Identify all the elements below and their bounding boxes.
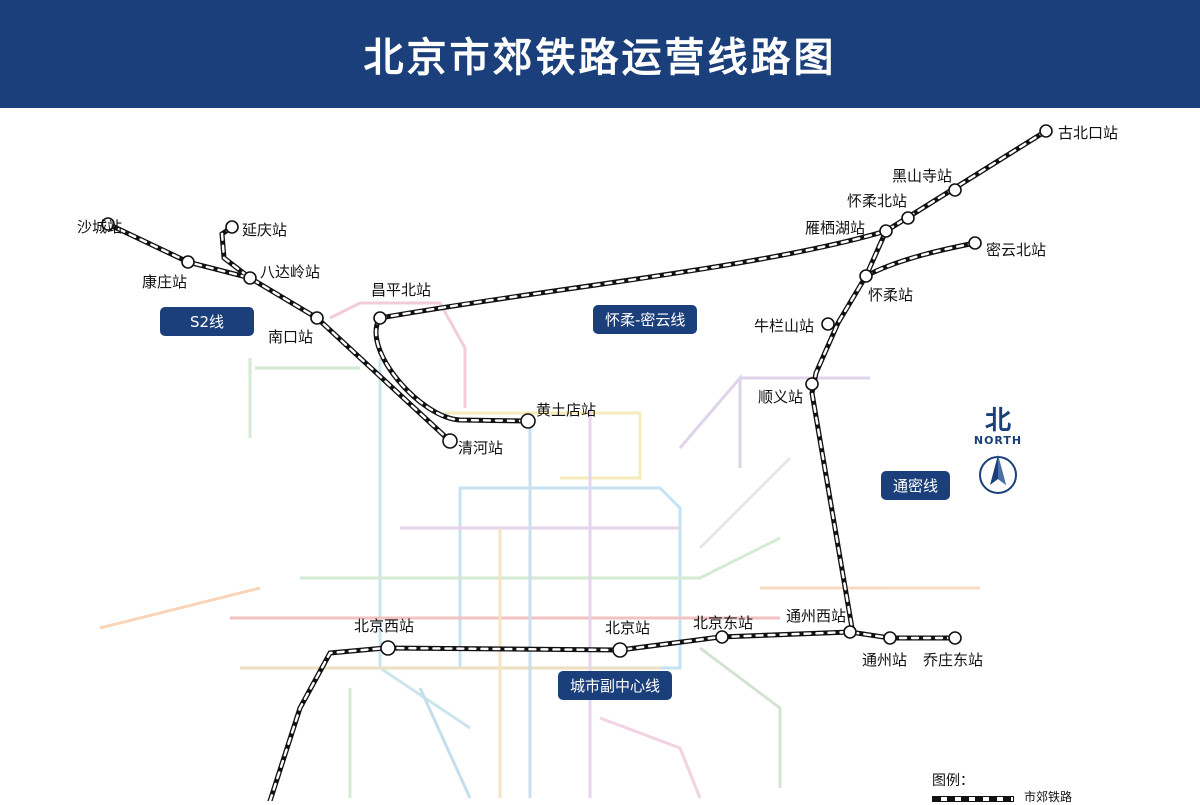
- legend-rail-label: 市郊铁路: [1024, 790, 1073, 804]
- station-marker-miyunbei: [968, 236, 982, 250]
- station-label-tongzhou[interactable]: 通州站: [862, 651, 908, 669]
- station-label-qinghe[interactable]: 清河站: [458, 439, 504, 457]
- station-marker-qiaozhuangdong: [948, 631, 962, 645]
- station-marker-niulanshan: [821, 317, 835, 331]
- station-label-shacheng[interactable]: 沙城站: [77, 218, 123, 236]
- page-title: 北京市郊铁路运营线路图: [363, 35, 837, 81]
- station-marker-beijingxi: [380, 640, 396, 656]
- station-marker-beijing: [612, 642, 628, 658]
- compass-arrow-icon: [979, 455, 1017, 494]
- station-label-tongzhouxi[interactable]: 通州西站: [786, 607, 847, 625]
- station-marker-nankou: [310, 311, 324, 325]
- station-label-huairou[interactable]: 怀柔站: [868, 286, 914, 304]
- station-label-shunyi[interactable]: 顺义站: [758, 388, 804, 406]
- station-marker-shunyi: [805, 377, 819, 391]
- station-marker-kangzhuang: [181, 255, 195, 269]
- north-compass: 北 NORTH: [968, 408, 1028, 497]
- station-label-beijingdong[interactable]: 北京东站: [693, 614, 754, 632]
- station-marker-gubeikou: [1039, 124, 1053, 138]
- station-marker-changpingbei: [373, 311, 387, 325]
- legend: 图例： 市郊铁路: [932, 770, 1152, 804]
- station-label-badaling[interactable]: 八达岭站: [260, 263, 321, 281]
- compass-label-cn: 北: [984, 406, 1011, 436]
- station-label-miyunbei[interactable]: 密云北站: [986, 241, 1047, 259]
- line-badge-huairou-miyun[interactable]: 怀柔-密云线: [593, 305, 698, 334]
- station-label-heishansi[interactable]: 黑山寺站: [892, 167, 953, 185]
- station-label-nankou[interactable]: 南口站: [268, 328, 314, 346]
- station-label-huangtudian[interactable]: 黄土店站: [536, 401, 597, 419]
- station-marker-badaling: [243, 271, 257, 285]
- title-banner: 北京市郊铁路运营线路图: [0, 0, 1200, 108]
- station-marker-yanqihu: [879, 224, 893, 238]
- station-marker-yanqing: [225, 220, 239, 234]
- legend-title: 图例：: [932, 773, 974, 789]
- station-label-qiaozhuangdong[interactable]: 乔庄东站: [923, 651, 984, 669]
- station-marker-qinghe: [442, 433, 458, 449]
- station-label-yanqihu[interactable]: 雁栖湖站: [805, 219, 866, 237]
- station-marker-beijingdong: [715, 630, 729, 644]
- station-label-yanqing[interactable]: 延庆站: [242, 221, 288, 239]
- station-marker-tongzhou: [883, 631, 897, 645]
- rail-map[interactable]: 沙城站 康庄站 延庆站 八达岭站 南口站 昌平北站 黄土店站 清河站 古北口站 …: [0, 108, 1200, 801]
- station-marker-huairou: [859, 269, 873, 283]
- legend-rail-swatch: [932, 796, 1014, 802]
- compass-label-en: NORTH: [973, 434, 1023, 447]
- station-label-gubeikou[interactable]: 古北口站: [1058, 124, 1119, 142]
- station-label-beijing[interactable]: 北京站: [605, 619, 651, 637]
- station-marker-shacheng: [101, 217, 115, 231]
- line-badge-fuzhongxin[interactable]: 城市副中心线: [558, 671, 673, 700]
- line-badge-s2[interactable]: S2线: [160, 307, 254, 336]
- subway-background: [99, 301, 980, 799]
- station-label-niulanshan[interactable]: 牛栏山站: [754, 317, 815, 335]
- commuter-rail-lines: [101, 124, 1053, 801]
- station-label-beijingxi[interactable]: 北京西站: [354, 617, 415, 635]
- station-marker-tongzhouxi: [843, 625, 857, 639]
- station-marker-huangtudian: [520, 413, 536, 429]
- station-marker-heishansi: [948, 183, 962, 197]
- station-label-huairoubei[interactable]: 怀柔北站: [847, 192, 908, 210]
- station-label-changpingbei[interactable]: 昌平北站: [371, 281, 432, 299]
- line-badge-tongmi[interactable]: 通密线: [881, 471, 951, 500]
- station-marker-huairoubei: [901, 211, 915, 225]
- station-label-kangzhuang[interactable]: 康庄站: [142, 273, 188, 291]
